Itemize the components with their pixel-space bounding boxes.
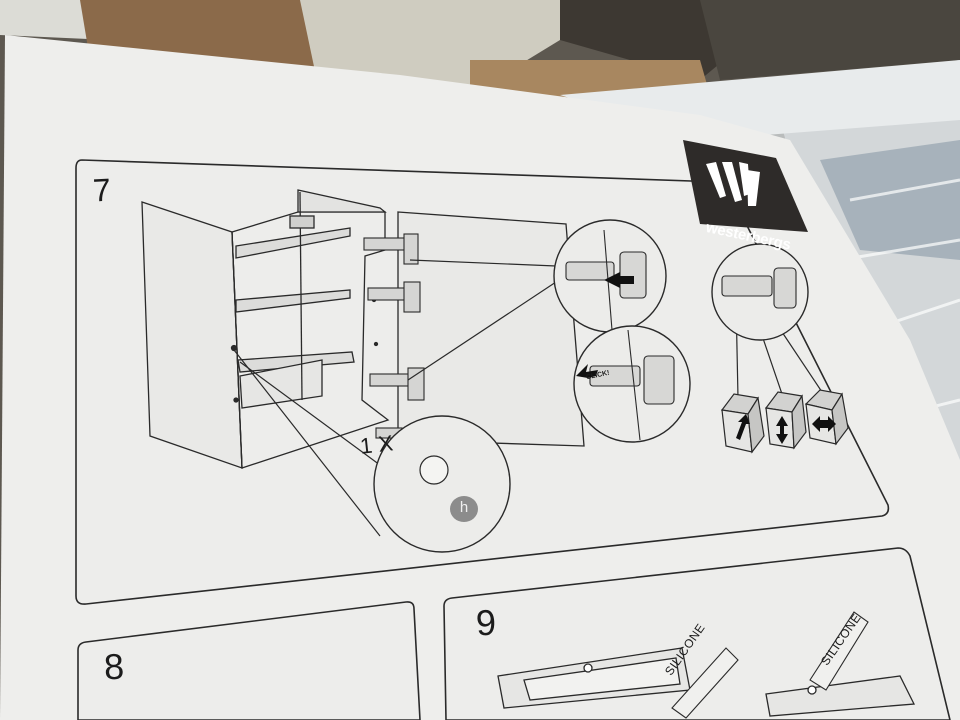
hinge-detail-drawings	[565, 229, 797, 441]
step-8-panel	[77, 601, 421, 720]
cabinet-illustration	[141, 189, 390, 469]
brand-logo	[683, 140, 808, 232]
logo-mark-icon	[706, 162, 760, 206]
silicone-tube-icon	[671, 611, 869, 719]
arrow-icon	[576, 272, 634, 378]
sink-illustration	[497, 647, 916, 717]
hinge-parts	[363, 233, 425, 439]
hole-marker-badge: h	[450, 496, 478, 522]
step-9-number: 9	[474, 601, 498, 644]
cam-hole-detail	[419, 455, 449, 485]
door-panel	[397, 211, 585, 447]
quantity-label: 1 X	[358, 430, 395, 459]
step-7-number: 7	[92, 171, 112, 209]
adjustment-arrow-icons	[736, 414, 836, 444]
step-8-number: 8	[102, 645, 126, 688]
